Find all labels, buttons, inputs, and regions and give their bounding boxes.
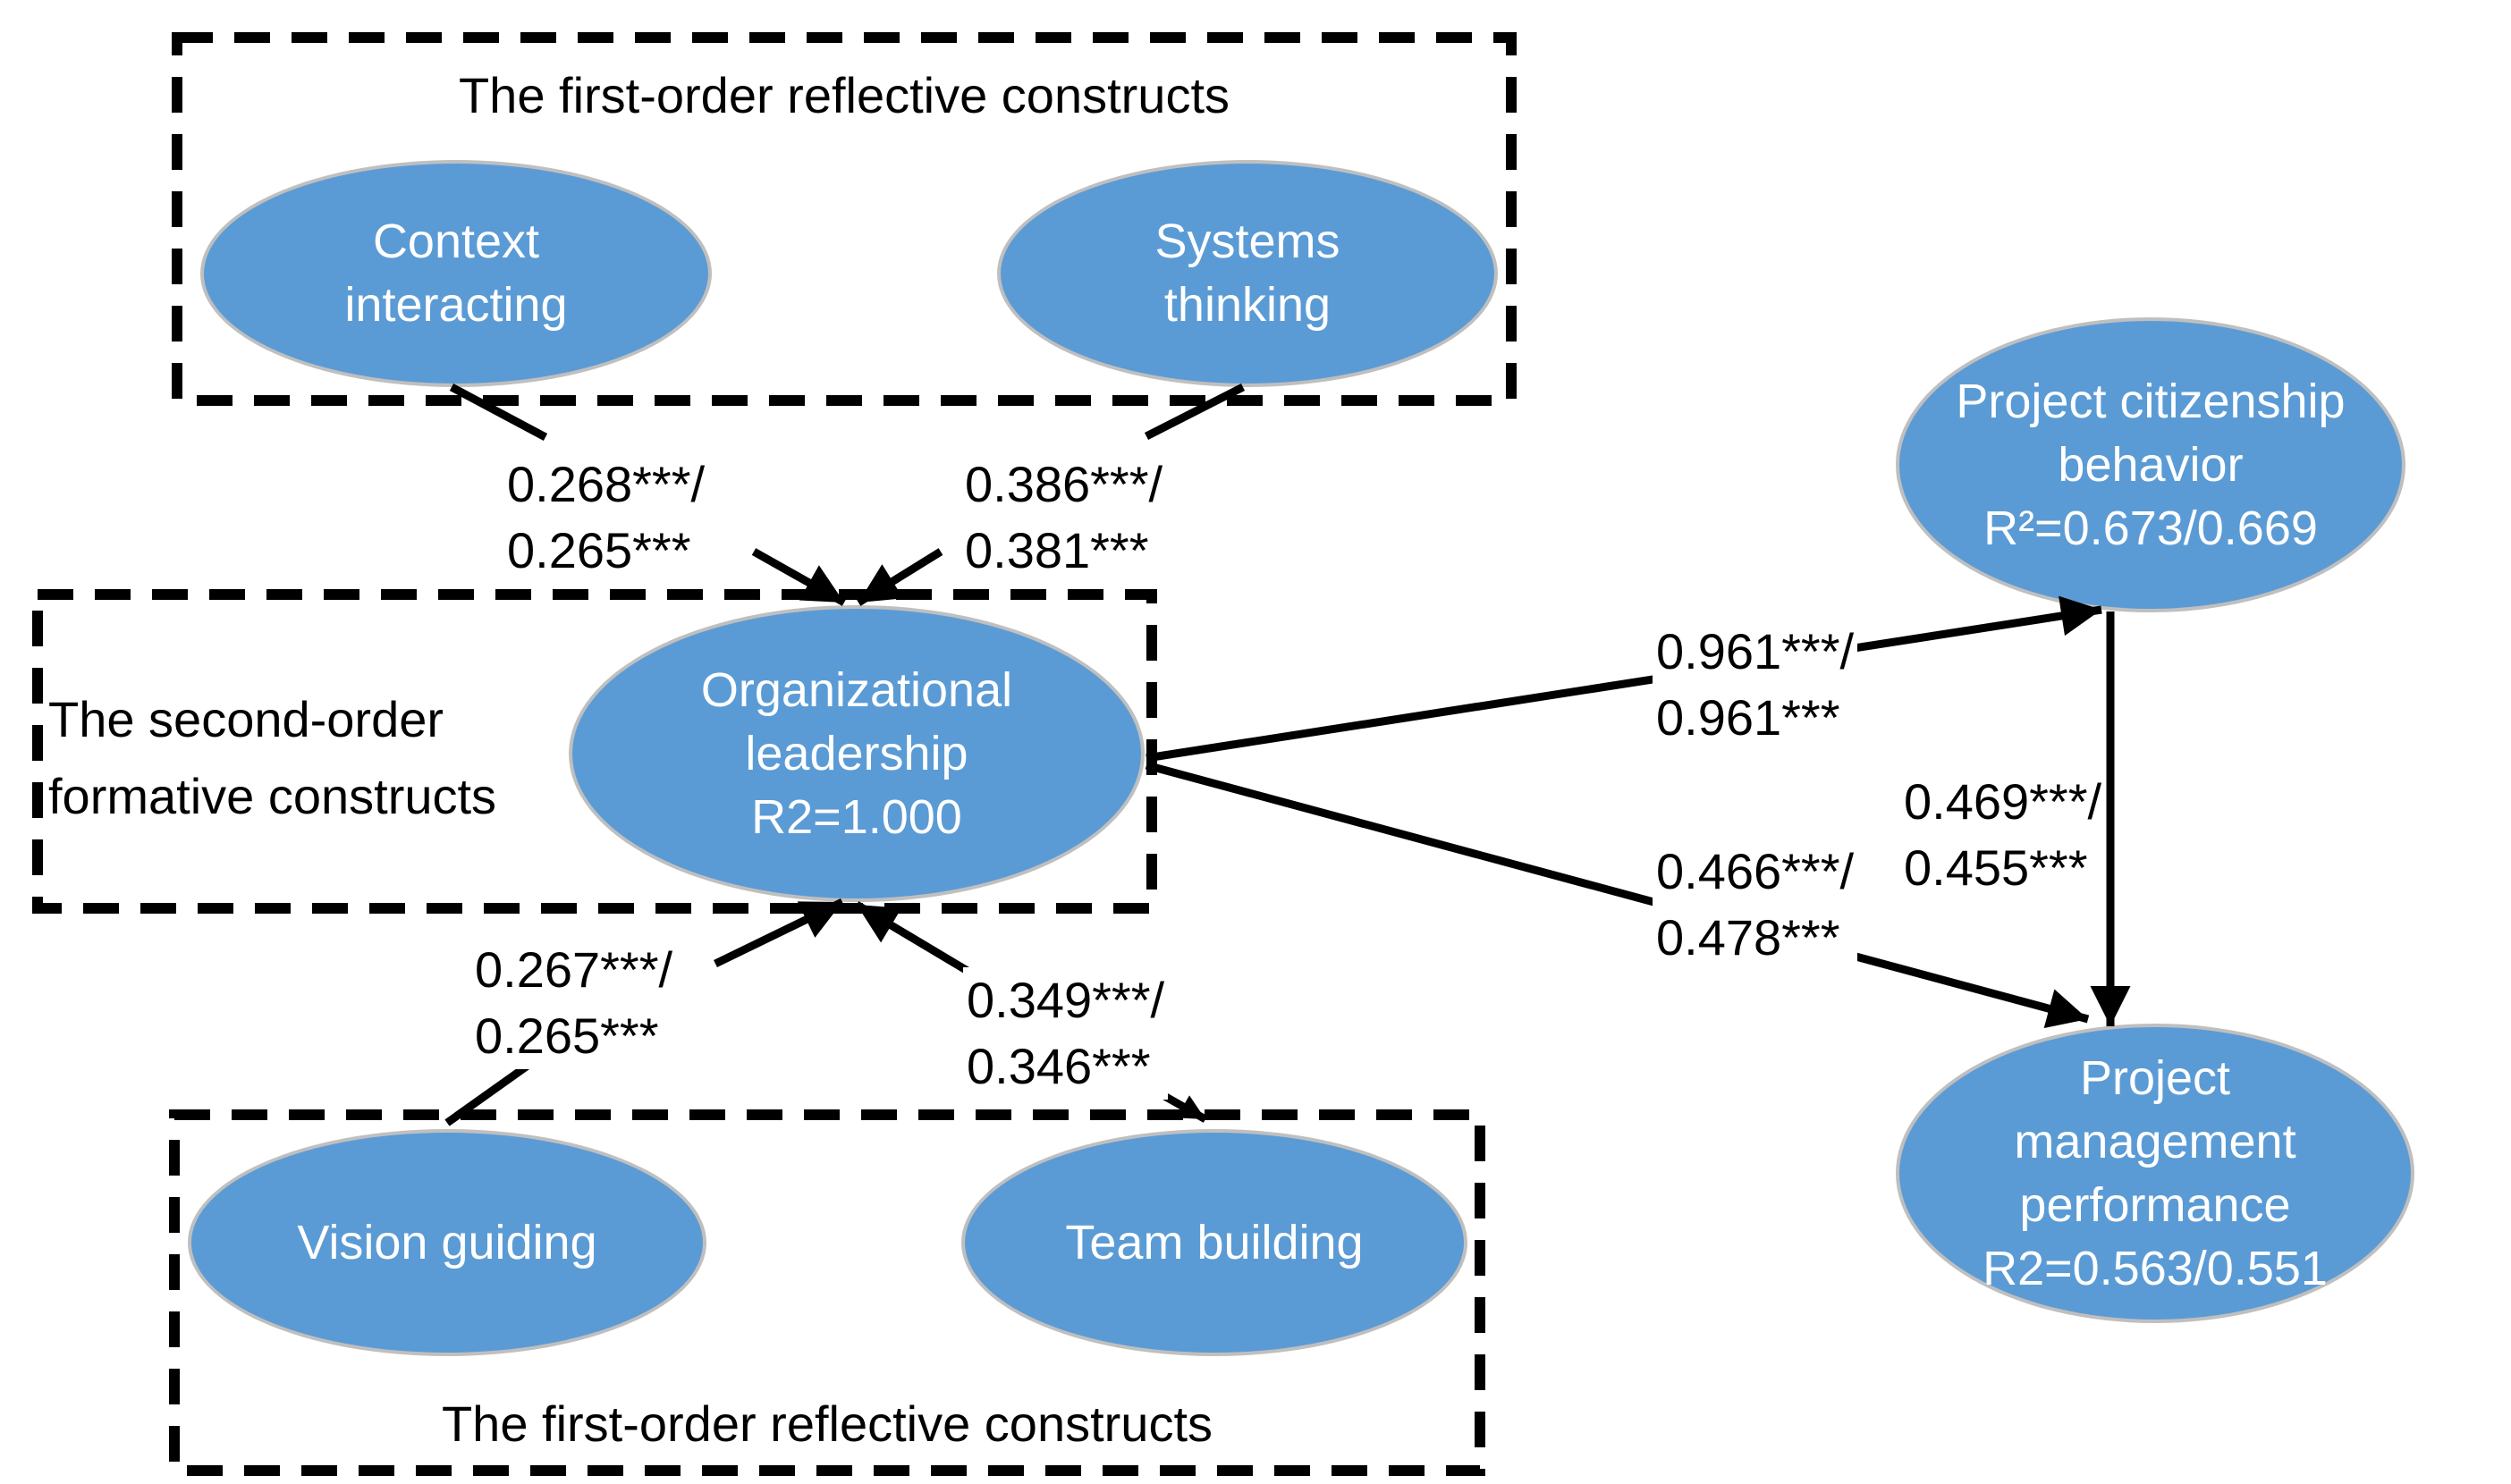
coefficient-value: 0.268***/ (507, 456, 706, 512)
bottom-box-title-text: The first-order reflective constructs (441, 1395, 1213, 1452)
path-context-stub (449, 384, 548, 441)
top-box-title: The first-order reflective constructs (177, 63, 1511, 129)
construct-label: interacting (344, 278, 568, 332)
bottom-box-title: The first-order reflective constructs (174, 1391, 1480, 1457)
path-vision-stub (444, 1062, 530, 1126)
arrow-systems-to-leadership (856, 548, 943, 606)
coefficient-value: 0.466***/ (1656, 843, 1855, 899)
coefficient-value: 0.349***/ (967, 972, 1165, 1028)
construct-label: management (2014, 1114, 2296, 1168)
arrow-leadership-to-performance (1145, 761, 2090, 1029)
construct-r-squared: R2=1.000 (751, 789, 962, 844)
coefficient-leadership-to-performance: 0.466***/ 0.478*** (1653, 839, 1858, 971)
coefficient-value: 0.381*** (965, 522, 1149, 578)
construct-label: thinking (1163, 278, 1332, 332)
coefficient-value: 0.961*** (1656, 689, 1840, 746)
construct-label: behavior (2058, 437, 2244, 492)
coefficient-vision-to-leadership: 0.267***/ 0.265*** (471, 937, 677, 1069)
construct-label: Project citizenship (1956, 374, 2346, 428)
construct-r-squared: R2=0.563/0.551 (1983, 1241, 2328, 1295)
construct-label: Organizational (700, 662, 1013, 717)
coefficient-value: 0.386***/ (965, 456, 1163, 512)
construct-label: Project (2079, 1050, 2231, 1105)
construct-label: Vision guiding (297, 1215, 597, 1269)
construct-label: performance (2019, 1177, 2291, 1232)
coefficient-value: 0.478*** (1656, 909, 1840, 965)
construct-vision-guiding: Vision guiding (188, 1129, 706, 1356)
arrow-leadership-to-citizenship (1146, 595, 2102, 763)
coefficient-value: 0.469***/ (1904, 773, 2102, 830)
top-box-title-text: The first-order reflective constructs (458, 67, 1230, 123)
coefficient-value: 0.961***/ (1656, 623, 1855, 679)
coefficient-value: 0.267***/ (475, 941, 673, 998)
construct-label: Systems (1154, 215, 1340, 268)
construct-systems-thinking: Systems thinking (997, 160, 1498, 387)
path-systems-stub (1144, 383, 1246, 441)
construct-label: Team building (1065, 1215, 1364, 1269)
dashed-box-first-order-bottom (169, 1109, 1485, 1476)
construct-project-management-performance: Project management performance R2=0.563/… (1896, 1024, 2414, 1323)
middle-box-title-line2: formative constructs (48, 768, 497, 824)
coefficient-value: 0.455*** (1904, 839, 2088, 896)
construct-organizational-leadership: Organizational leadership R2=1.000 (569, 605, 1145, 902)
construct-project-citizenship-behavior: Project citizenship behavior R²=0.673/0.… (1896, 317, 2405, 612)
coefficient-citizenship-to-performance: 0.469***/ 0.455*** (1900, 769, 2106, 901)
construct-label: Context (372, 215, 540, 268)
middle-box-title: The second-order formative constructs (48, 681, 603, 835)
coefficient-value: 0.265*** (475, 1008, 659, 1064)
coefficient-team-to-leadership: 0.349***/ 0.346*** (963, 967, 1169, 1100)
construct-label: leadership (745, 726, 968, 780)
arrow-vision-to-leadership (714, 898, 844, 968)
construct-context-interacting: Context interacting (200, 160, 712, 387)
arrow-context-to-leadership (751, 548, 847, 606)
dashed-box-second-order (32, 589, 1157, 914)
coefficient-value: 0.265*** (507, 522, 691, 578)
dashed-box-first-order-top (172, 32, 1517, 406)
construct-team-building: Team building (961, 1129, 1467, 1356)
coefficient-leadership-to-citizenship: 0.961***/ 0.961*** (1653, 619, 1858, 751)
coefficient-value: 0.346*** (967, 1038, 1151, 1094)
middle-box-title-line1: The second-order (48, 691, 444, 747)
construct-r-squared: R²=0.673/0.669 (1983, 501, 2318, 555)
coefficient-context-to-leadership: 0.268***/ 0.265*** (503, 451, 709, 584)
coefficient-systems-to-leadership: 0.386***/ 0.381*** (961, 451, 1167, 584)
